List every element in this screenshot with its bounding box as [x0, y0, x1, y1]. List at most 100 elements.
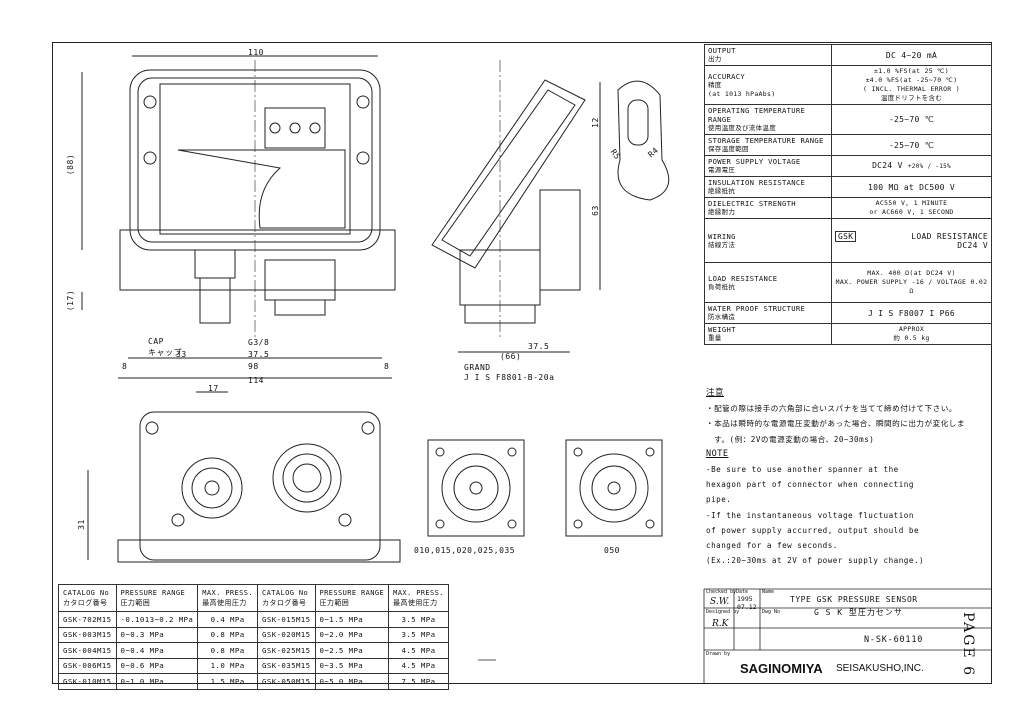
note-line: of power supply accurred, output should … — [706, 525, 920, 535]
spec-label: INSULATION RESISTANCE — [708, 178, 806, 187]
dim-8b: 8 — [384, 362, 390, 371]
header-catalog: CATALOG No — [63, 589, 110, 597]
dim-12: 12 — [590, 117, 600, 128]
dim-8: 8 — [122, 362, 128, 371]
grand-std: J I S F8801-B-20a — [464, 373, 555, 382]
drawing-date: 1995 07.12 — [737, 595, 757, 611]
header-range: PRESSURE RANGE — [120, 589, 186, 597]
designed-by-label: Designed by — [706, 609, 740, 615]
connector-label-a: 010,015,020,025,035 — [414, 546, 516, 555]
max-pressure: 4.5 MPa — [388, 642, 449, 659]
pressure-range: 0~2.0 MPa — [314, 626, 390, 643]
spec-label-jp: 絶縁耐力 — [708, 208, 736, 216]
title-block: Checked by Date Name S.W. 1995 07.12 TYP… — [704, 589, 992, 684]
spec-label-jp: 絶縁抵抗 — [708, 187, 736, 195]
spec-label: WIRING — [708, 231, 736, 241]
catalog-no: GSK-006M15 — [58, 657, 117, 674]
dim-37-5: 37.5 — [248, 350, 270, 359]
date-label: Date — [736, 589, 749, 595]
max-pressure: 0.8 MPa — [197, 642, 259, 659]
drawn-by-label: Drawn by — [706, 651, 731, 657]
pressure-range: 0~1.5 MPa — [314, 611, 390, 628]
max-pressure: 0.4 MPa — [197, 611, 259, 628]
spec-value-2: ±4.0 %FS(at -25~70 ℃) — [865, 76, 958, 84]
catalog-header-row: CATALOG No カタログ番号 PRESSURE RANGE 圧力範囲 MAX.… — [58, 584, 449, 612]
dim-width: 110 — [248, 48, 264, 57]
pressure-range: 0~3.5 MPa — [314, 657, 390, 674]
note-line: -If the instantaneous voltage fluctuatio… — [706, 510, 914, 520]
spec-value: APPROX — [898, 325, 925, 333]
spec-value-2: or AC660 V, 1 SECOND — [869, 208, 954, 216]
dim-side-37-5: 37.5 — [528, 342, 550, 351]
max-pressure: 7.5 MPa — [388, 673, 449, 690]
spec-label: WEIGHT — [708, 325, 736, 334]
spec-value-tolerance: +20% / -15% — [907, 163, 951, 170]
spec-label-jp: 結線方法 — [708, 240, 736, 249]
max-pressure: 1.5 MPa — [197, 673, 259, 690]
header-max: MAX. PRESS. — [202, 589, 254, 597]
thread-label: G3/8 — [248, 338, 270, 347]
catalog-no: GSK-020M15 — [257, 626, 316, 643]
dim-63: 63 — [590, 205, 600, 216]
checked-signature: S.W. — [710, 597, 730, 607]
dim-port: (17) — [66, 289, 76, 312]
max-pressure: 3.5 MPa — [388, 626, 449, 643]
spec-value: -25~70 ℃ — [831, 104, 992, 135]
pressure-range: -0.1013~0.2 MPa — [115, 611, 199, 628]
header-max-jp: 最高使用圧力 — [393, 599, 438, 607]
spec-label: OPERATING TEMPERATURE RANGE — [708, 106, 806, 124]
notes-title: NOTE — [706, 448, 729, 459]
catalog-no: GSK-050M15 — [257, 673, 316, 690]
notes-jp-title: 注意 — [706, 388, 725, 398]
side-view — [431, 60, 670, 353]
wiring-supply: DC24 V — [957, 240, 988, 250]
spec-value-2: 約 0.5 kg — [893, 334, 930, 342]
catalog-no: GSK-025M15 — [257, 642, 316, 659]
header-range-jp: 圧力範囲 — [120, 599, 151, 607]
grand-label: GRAND — [464, 363, 491, 372]
company-name: SAGINOMIYA — [740, 661, 823, 676]
catalog-table: CATALOG No カタログ番号 PRESSURE RANGE 圧力範囲 MAX.… — [58, 584, 449, 690]
wiring-device: GSK — [835, 230, 857, 242]
note-line: changed for a few seconds. — [706, 541, 838, 551]
spec-label: POWER SUPPLY VOLTAGE — [708, 157, 801, 166]
note-line: (Ex.:20~30ms at 2V of power supply chang… — [706, 556, 925, 566]
header-catalog: CATALOG No — [262, 589, 309, 597]
header-range-jp: 圧力範囲 — [319, 599, 350, 607]
pressure-range: 0~1.0 MPa — [115, 673, 199, 690]
bottom-view — [87, 391, 401, 563]
spec-label-jp: 電源電圧 — [708, 166, 736, 174]
max-pressure: 1.0 MPa — [197, 657, 259, 674]
header-catalog-jp: カタログ番号 — [63, 599, 108, 607]
notes-jp-line: ・配管の際は接手の六角部に合いスパナを当てて締め付けて下さい。 — [706, 404, 957, 414]
pressure-range: 0~0.6 MPa — [115, 657, 199, 674]
spec-label: DIELECTRIC STRENGTH — [708, 199, 796, 208]
company-suffix: SEISAKUSHO,INC. — [836, 663, 924, 674]
spec-label: WATER PROOF STRUCTURE — [708, 304, 806, 313]
catalog-no: GSK-004M15 — [58, 642, 117, 659]
connector-views — [427, 439, 663, 537]
notes-jp-line: す。(例：2Vの電源変動の場合、20~30ms) — [706, 434, 875, 444]
dim-98: 98 — [248, 362, 259, 371]
drawing-sheet — [52, 42, 992, 684]
front-view — [81, 55, 396, 379]
wiring-load: LOAD RESISTANCE — [911, 231, 988, 241]
spec-value: -25~70 ℃ — [831, 134, 992, 156]
spec-label-note: (at 1013 hPaAbs) — [708, 89, 776, 98]
header-catalog-jp: カタログ番号 — [262, 599, 307, 607]
catalog-no: GSK-035M15 — [257, 657, 316, 674]
header-max: MAX. PRESS. — [393, 589, 444, 597]
